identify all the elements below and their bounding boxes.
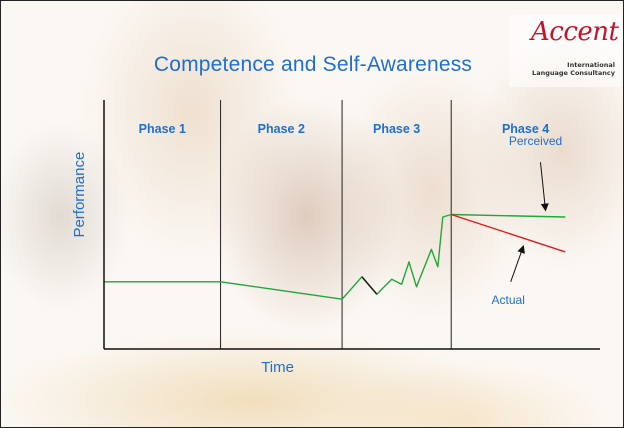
- series-line-3: [450, 213, 566, 253]
- perceived-label: Perceived: [509, 134, 562, 148]
- phase-labels: Phase 1 Phase 2 Phase 3 Phase 4: [139, 122, 550, 136]
- logo-mark: Accent: [531, 17, 619, 47]
- slide-title: Competence and Self-Awareness: [153, 53, 473, 76]
- phase-dividers: [220, 100, 452, 349]
- phase-label-1: Phase 1: [139, 122, 186, 136]
- y-axis-label: Performance: [71, 152, 88, 238]
- logo-line-international: International: [567, 61, 615, 69]
- series-line-1: [104, 213, 566, 300]
- perceived-arrow: [539, 162, 549, 212]
- logo-line-consultancy: Language Consultancy: [532, 69, 615, 77]
- series-line-2: [361, 276, 378, 295]
- phase-label-3: Phase 3: [373, 122, 420, 136]
- actual-label: Actual: [492, 293, 525, 307]
- phase-label-2: Phase 2: [258, 122, 305, 136]
- series-layer: [104, 213, 566, 300]
- phase-label-4: Phase 4: [502, 122, 549, 136]
- actual-arrow: [510, 245, 525, 282]
- x-axis-label: Time: [261, 359, 294, 376]
- accent-logo: Accent International Language Consultanc…: [509, 15, 621, 87]
